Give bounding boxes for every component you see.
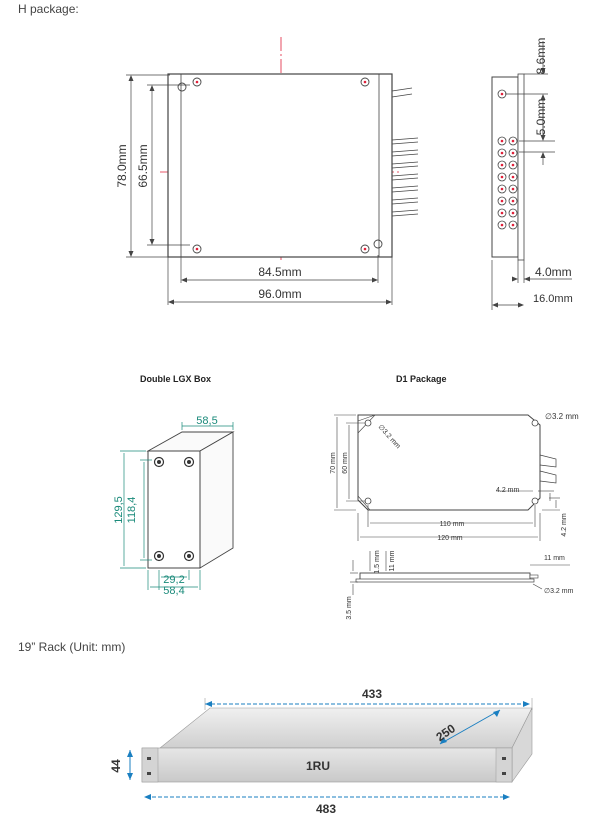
rack-drawing: 433 250 44 1RU 483	[109, 687, 533, 814]
h-package-body-inner	[180, 73, 380, 258]
lgx-dim-w2: 58,4	[163, 585, 184, 597]
lgx-dim-h1: 129,5	[113, 496, 125, 524]
connector-pin-center	[500, 175, 504, 179]
rack-height: 44	[109, 759, 123, 773]
mount-hole	[360, 244, 370, 254]
connector-pin-center	[500, 211, 504, 215]
d1-pigtail	[539, 454, 557, 484]
dim-width-outer: 96.0mm	[258, 287, 301, 301]
connector-pin-center	[500, 163, 504, 167]
connector-pin	[497, 136, 507, 146]
mount-hole	[192, 244, 202, 254]
rack-heading: 19” Rack (Unit: mm)	[18, 640, 126, 654]
dim-height-outer: 78.0mm	[115, 144, 129, 187]
d1-dim-offset: 4.2 mm	[496, 487, 520, 494]
d1-side-h2: 1.5 mm	[374, 550, 381, 574]
d1-package-drawing: ∅3.2 mm ∅3.2 mm 70 mm 60 mm 4.2 mm 4.2 m…	[330, 412, 579, 620]
connector-pin	[497, 220, 507, 230]
connector-pin-center	[500, 151, 504, 155]
connector-pin-center	[511, 223, 515, 227]
connector-grid	[497, 136, 518, 230]
connector-pin	[497, 208, 507, 218]
mount-hole	[360, 77, 370, 87]
d1-dim-height-outer: 70 mm	[330, 452, 337, 474]
d1-dim-width-inner: 110 mm	[440, 521, 465, 528]
connector-pin	[508, 208, 518, 218]
d1-hole-side: ∅3.2 mm	[544, 588, 574, 595]
rack-depth-top: 433	[362, 687, 382, 701]
d1-dim-height-inner: 60 mm	[342, 452, 349, 474]
side-view-flange	[517, 73, 525, 261]
connector-pin-center	[500, 139, 504, 143]
h-package-drawing: 78.0mm 66.5mm 84.5mm 96.0mm 8.6mm 5.0mm …	[115, 37, 573, 310]
connector-pin-center	[500, 187, 504, 191]
connector-pin	[497, 196, 507, 206]
connector-pin-center	[511, 163, 515, 167]
dim-height-inner: 66.5mm	[136, 144, 150, 187]
side-view-body	[491, 76, 519, 258]
h-package-heading: H package:	[18, 2, 79, 16]
connector-pin	[497, 172, 507, 182]
connector-pin	[497, 184, 507, 194]
d1-package-heading: D1 Package	[396, 374, 447, 384]
connector-pin	[508, 136, 518, 146]
mount-hole	[373, 239, 383, 249]
lgx-dim-w1: 29,2	[163, 574, 184, 586]
mount-hole	[177, 82, 187, 92]
dim-depth: 16.0mm	[533, 293, 573, 305]
d1-hole-top: ∅3.2 mm	[545, 412, 579, 421]
rack-front-panel	[141, 747, 513, 783]
d1-hole	[531, 497, 539, 505]
connector-pin-center	[500, 199, 504, 203]
lgx-dim-h2: 118,4	[126, 497, 138, 524]
rack-label: 1RU	[306, 759, 330, 773]
connector-pin	[508, 148, 518, 158]
d1-side-flange	[355, 578, 535, 583]
connector-pin-center	[511, 175, 515, 179]
d1-side-h1: 11 mm	[389, 550, 396, 571]
d1-dim-width-outer: 120 mm	[437, 535, 462, 542]
dim-pitch: 5.0mm	[534, 99, 548, 136]
rack-width: 483	[316, 802, 336, 814]
connector-pin-center	[511, 199, 515, 203]
connector-pin	[508, 220, 518, 230]
connector-pin-center	[511, 187, 515, 191]
lgx-box-drawing: 58,5 129,5 118,4 29,2 58,4	[113, 415, 235, 597]
dim-width-inner: 84.5mm	[258, 265, 301, 279]
dim-top: 8.6mm	[534, 38, 548, 75]
connector-pin-center	[500, 223, 504, 227]
rack-top	[159, 707, 533, 749]
d1-side-right: 11 mm	[544, 555, 565, 562]
connector-pin-center	[511, 211, 515, 215]
lgx-dim-depth: 58,5	[196, 415, 217, 427]
mount-hole	[192, 77, 202, 87]
connector-pin	[508, 172, 518, 182]
h-package-body	[167, 73, 393, 258]
pin-leads	[391, 87, 419, 217]
connector-pin	[497, 160, 507, 170]
connector-pin	[497, 148, 507, 158]
connector-pin	[508, 184, 518, 194]
dim-flange: 4.0mm	[535, 265, 572, 279]
lgx-box-front	[147, 450, 201, 569]
connector-pin	[508, 196, 518, 206]
connector-pin-center	[511, 151, 515, 155]
connector-pin-center	[511, 139, 515, 143]
connector-pin	[508, 160, 518, 170]
lgx-box-side	[199, 431, 234, 569]
d1-dim-offset-side: 4.2 mm	[561, 513, 568, 537]
double-lgx-heading: Double LGX Box	[140, 374, 212, 384]
d1-side-h3: 3.5 mm	[346, 596, 353, 620]
d1-hole	[531, 419, 539, 427]
